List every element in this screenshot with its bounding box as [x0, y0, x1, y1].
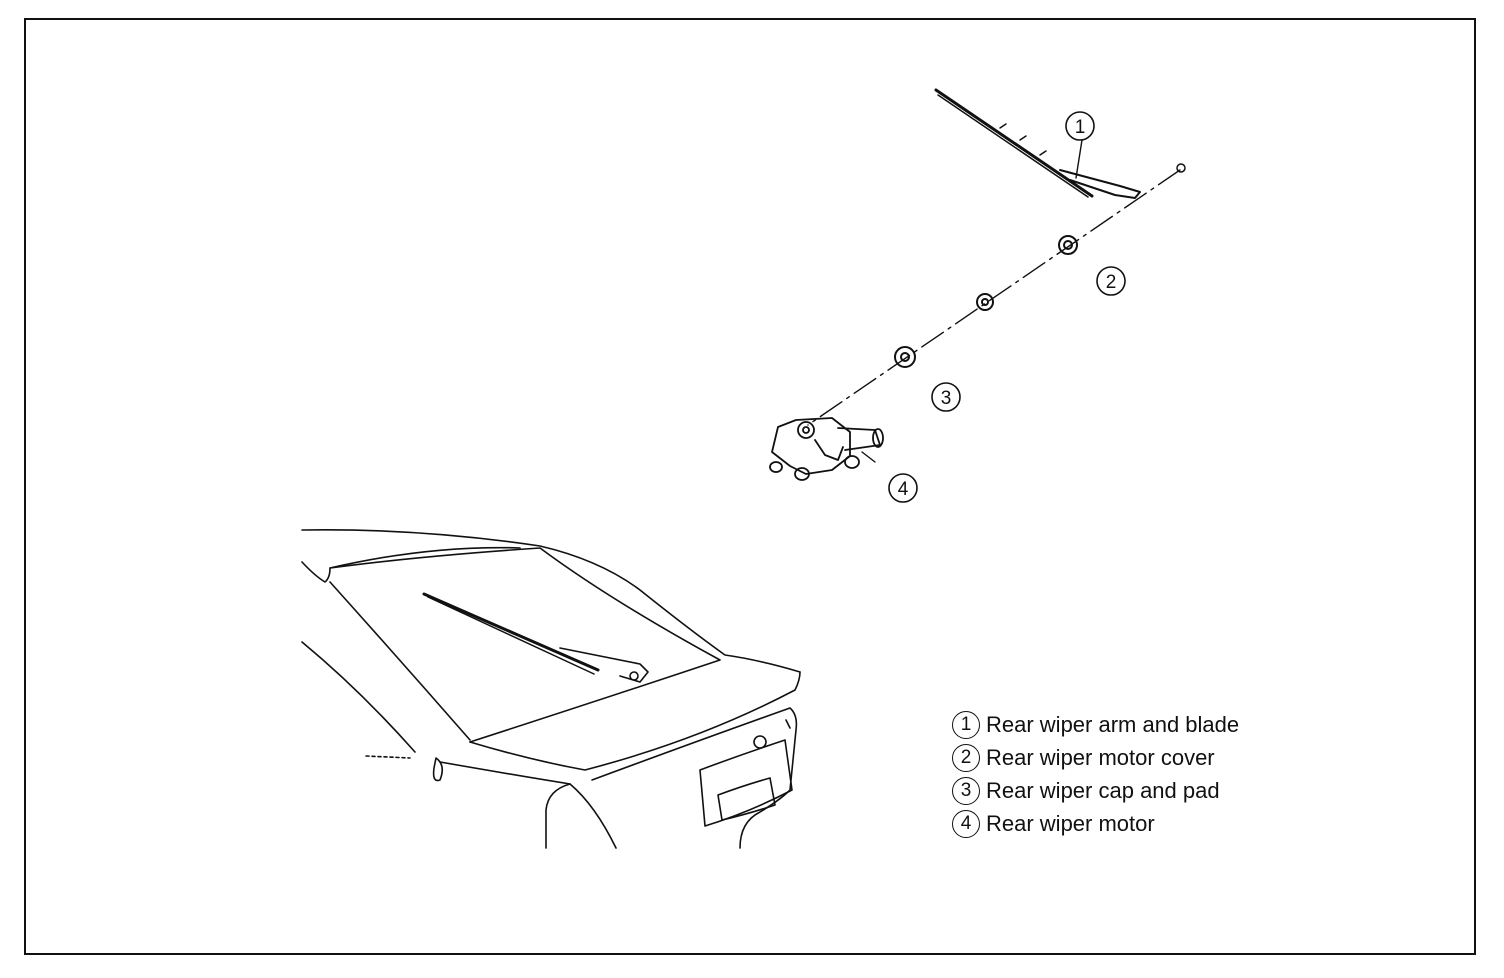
- callout-circle-1: [1065, 111, 1095, 141]
- parts-legend: 1 Rear wiper arm and blade 2 Rear wiper …: [952, 708, 1239, 840]
- callout-number-2: 2: [1106, 272, 1117, 293]
- callout-circle-2: [1096, 266, 1126, 296]
- callout-circle-4: [888, 473, 918, 503]
- legend-number: 3: [952, 776, 980, 805]
- callout-leader-1: [1075, 139, 1083, 179]
- callout-leader-4: [861, 451, 876, 463]
- wiper-arm-blade-part: [934, 88, 1141, 199]
- callout-circle-3: [931, 382, 961, 412]
- callout-number-4: 4: [898, 479, 909, 500]
- legend-item: 2 Rear wiper motor cover: [952, 741, 1239, 774]
- legend-item: 1 Rear wiper arm and blade: [952, 708, 1239, 741]
- callout-number-3: 3: [941, 388, 952, 409]
- cap-and-pad-part: [894, 346, 916, 368]
- legend-label: Rear wiper cap and pad: [986, 777, 1220, 803]
- callout-number-1: 1: [1075, 117, 1086, 138]
- legend-item: 4 Rear wiper motor: [952, 807, 1239, 840]
- legend-label: Rear wiper motor cover: [986, 744, 1215, 770]
- legend-item: 3 Rear wiper cap and pad: [952, 774, 1239, 807]
- assembly-axis-line: [807, 169, 1181, 426]
- car-rear-illustration: [301, 529, 801, 849]
- diagram-frame: [24, 18, 1476, 955]
- callout-circles: [888, 111, 1126, 503]
- legend-label: Rear wiper motor: [986, 810, 1155, 836]
- legend-label: Rear wiper arm and blade: [986, 711, 1240, 737]
- wiper-motor-part: [769, 417, 884, 481]
- axis-end-point: [1176, 163, 1186, 173]
- motor-cover-part: [976, 235, 1078, 311]
- legend-number: 2: [952, 743, 980, 772]
- legend-number: 4: [952, 809, 980, 838]
- legend-number: 1: [952, 710, 980, 739]
